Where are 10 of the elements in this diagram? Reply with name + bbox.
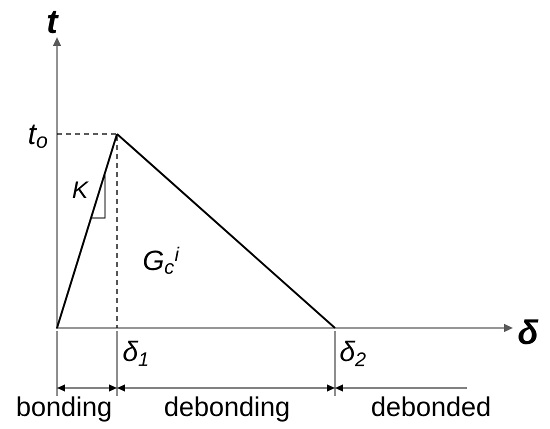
- slope-label: K: [72, 181, 89, 198]
- area-label: G$_{c}$i: [144, 246, 180, 274]
- axis-label: δ: [518, 319, 538, 344]
- region-label: bonding: [18, 396, 110, 422]
- region-label: debonding: [165, 396, 288, 422]
- axis-label: t: [48, 10, 59, 34]
- value-label: δ$_{2}$: [340, 340, 366, 366]
- value-label: δ$_{1}$: [123, 340, 148, 366]
- region-label: debonded: [372, 396, 490, 416]
- value-label: t$_{o}$: [29, 124, 48, 148]
